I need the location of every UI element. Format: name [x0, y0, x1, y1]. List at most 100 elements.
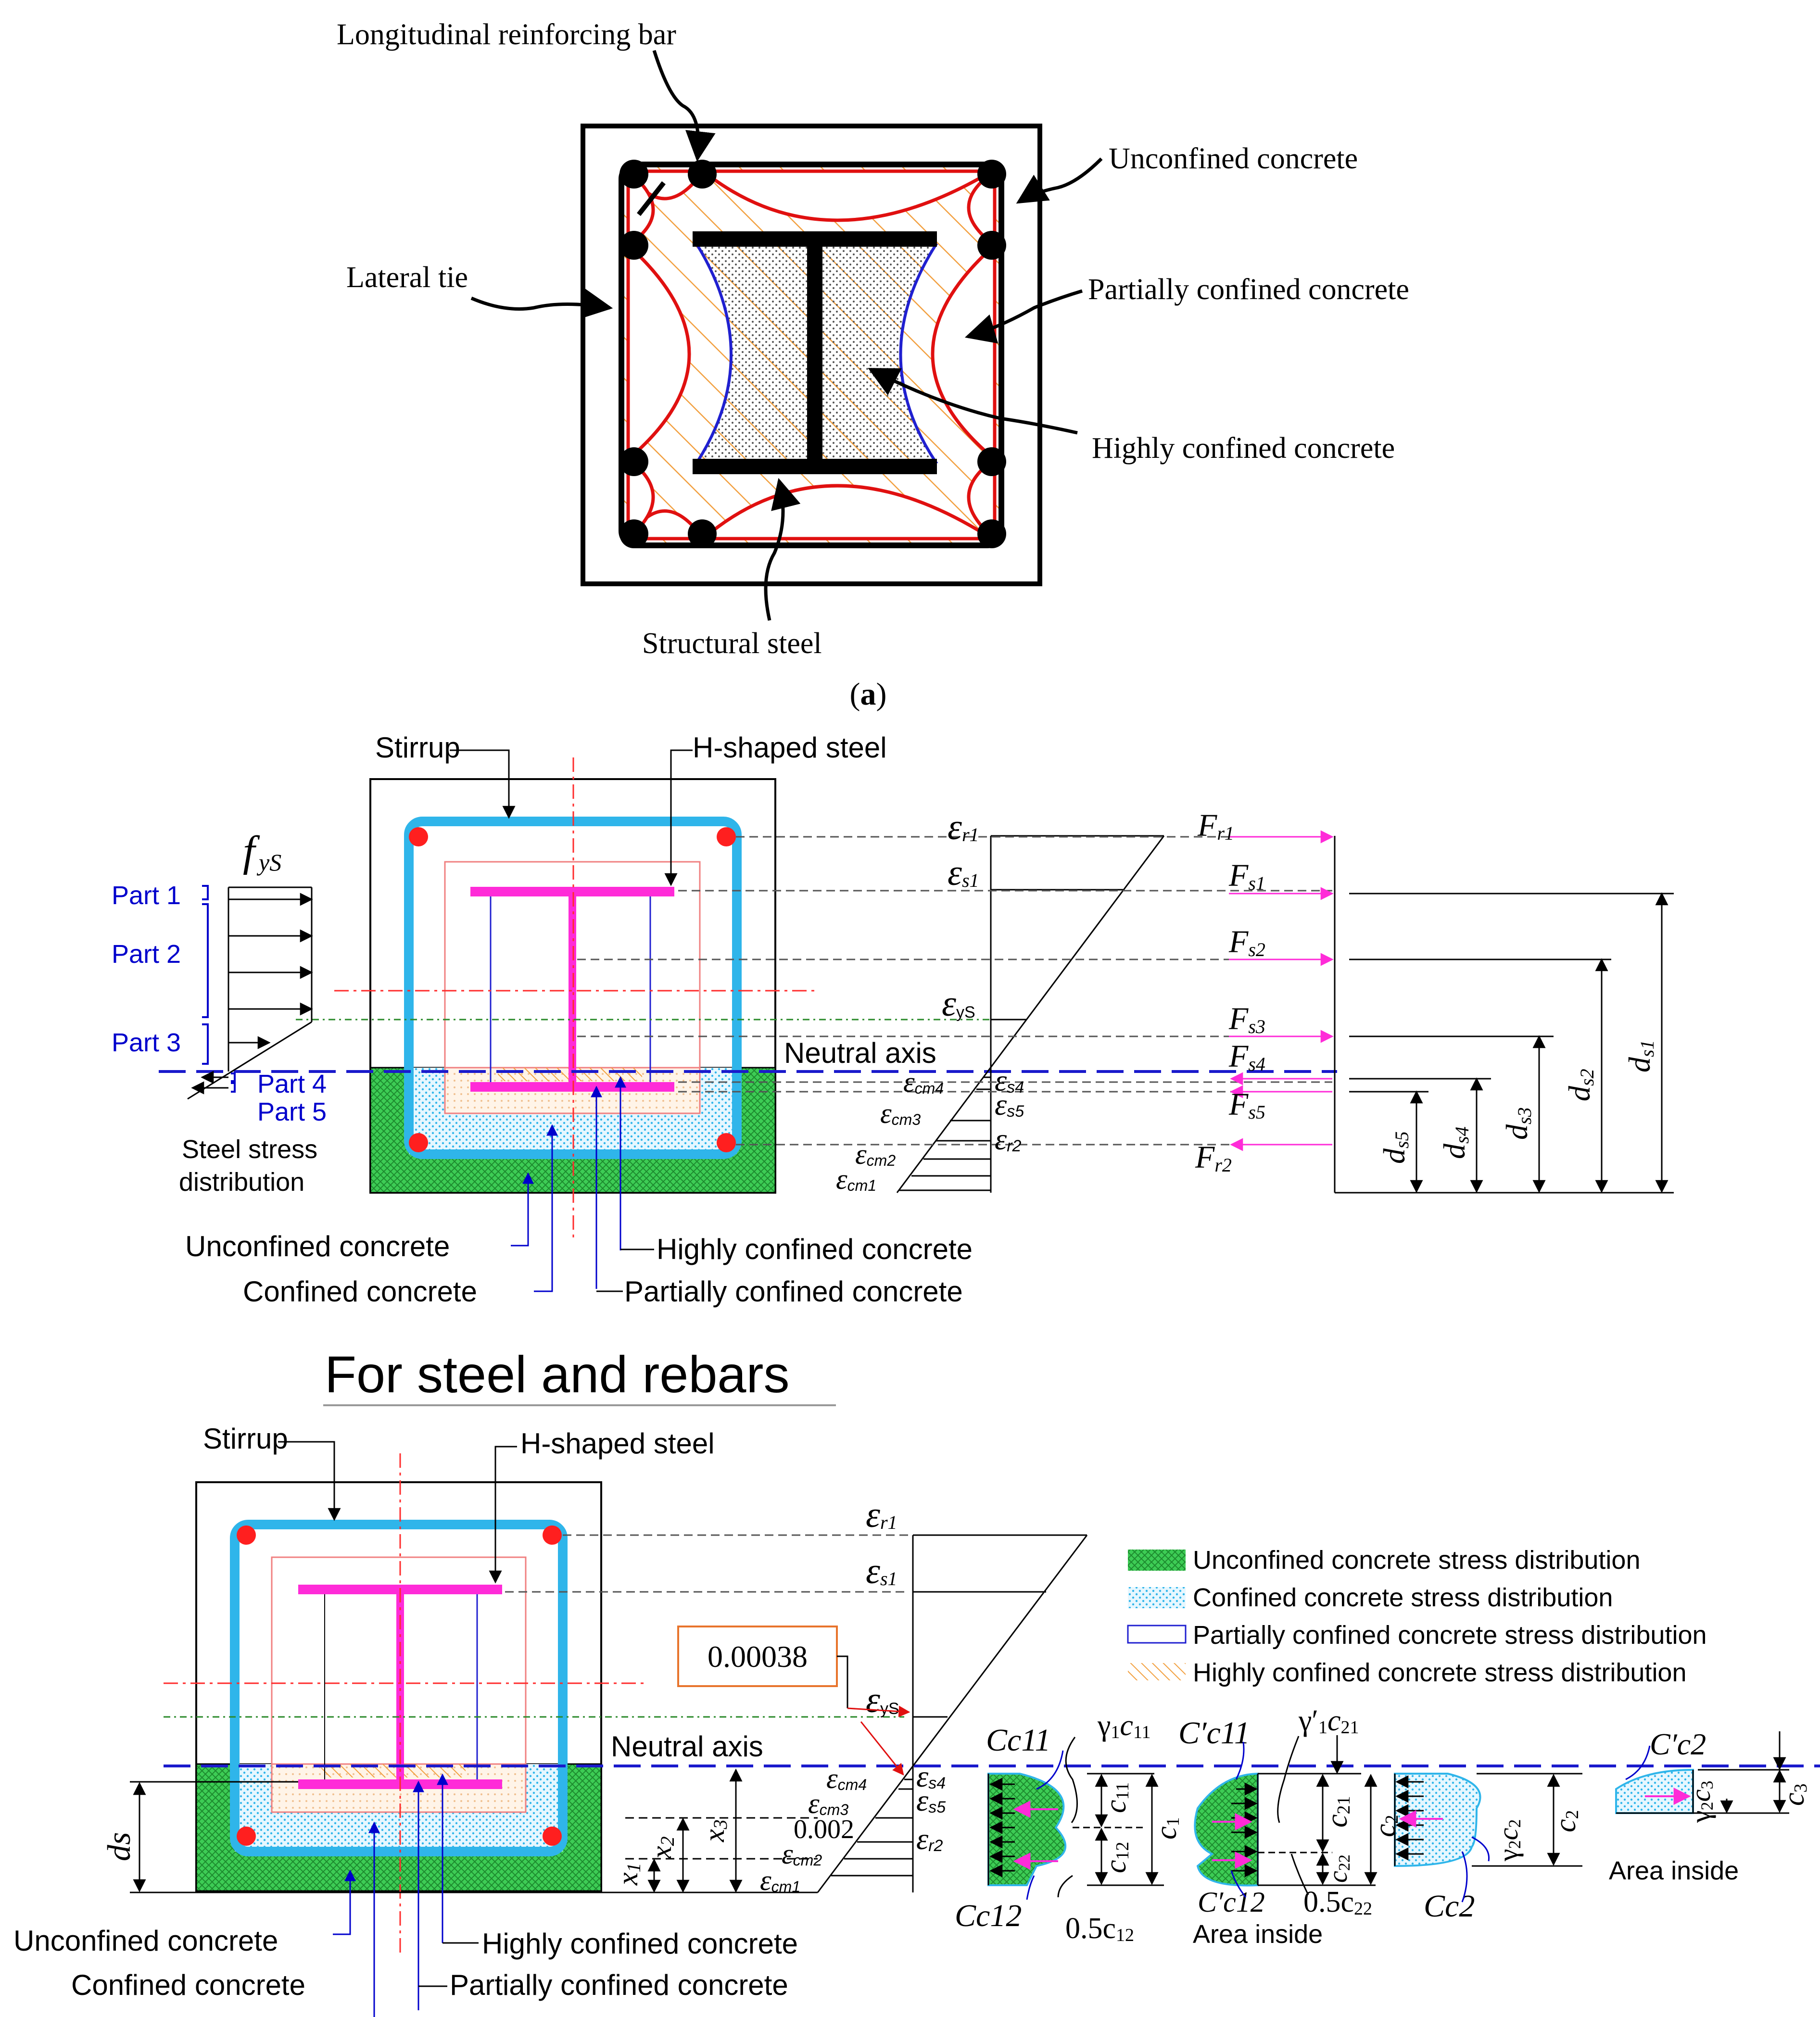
c-dimension-lines [1073, 1731, 1789, 1886]
dim-ds1-b: ds1 [1622, 1040, 1658, 1072]
label-unconfined-a: Unconfined concrete [1109, 142, 1358, 175]
label-c2-a: c2 [1369, 1815, 1402, 1837]
dimension-lines-b [1335, 892, 1674, 1194]
partially-label-b: Partially confined concrete [624, 1275, 963, 1308]
steel-bottom-flange-b [470, 1082, 674, 1092]
strain-cm3-c: εcm3 [808, 1788, 848, 1819]
neutral-axis-label-c: Neutral axis [611, 1730, 763, 1763]
strain-cm3-b: εcm3 [880, 1097, 921, 1129]
part-brackets [202, 885, 236, 1093]
strain-s5-b: εs5 [995, 1087, 1024, 1122]
strain-r2-c: εr2 [916, 1822, 943, 1856]
label-g2c2: γ2c2 [1492, 1819, 1524, 1862]
strain-ys-b: εyS [942, 983, 975, 1024]
label-g1c11: γ1c11 [1097, 1709, 1151, 1742]
panel-c-title: For steel and rebars [325, 1345, 789, 1403]
strain-cm2-c: εcm2 [782, 1838, 822, 1870]
callout-arrow-1 [847, 1705, 910, 1717]
gamma-leaders [1057, 1736, 1309, 1898]
projection-lines-c [505, 1534, 909, 1593]
part-1-label: Part 1 [112, 881, 181, 910]
strain-s4-c: εs4 [916, 1759, 946, 1793]
legend-swatch-confined [1128, 1587, 1186, 1608]
legend: Unconfined concrete stress distribution … [1127, 1546, 1707, 1687]
label-highly-a: Highly confined concrete [1092, 432, 1395, 465]
panel-a: Longitudinal reinforcing bar Unconfined … [337, 18, 1409, 712]
label-lateral-tie: Lateral tie [346, 261, 468, 294]
label-longitudinal-bar: Longitudinal reinforcing bar [337, 18, 676, 51]
partial-region-outline-b [444, 861, 701, 1114]
steel-web [807, 247, 822, 462]
stirrup-label-b: Stirrup [375, 731, 460, 764]
callout-box [677, 1626, 838, 1687]
strain-ys-c: εyS [866, 1680, 899, 1720]
panel-a-leaders [470, 50, 1103, 621]
dim-ds3-b: ds3 [1500, 1107, 1535, 1140]
strain-r2-b: εr2 [995, 1122, 1022, 1156]
stirrup-label-c: Stirrup [203, 1423, 288, 1455]
partial-region-outline-c [271, 1556, 527, 1813]
strain-diagram-b [896, 835, 1165, 1193]
force-s4-b: Fs4 [1228, 1039, 1265, 1075]
projection-lines-b [577, 836, 1332, 1146]
part-2-label: Part 2 [112, 940, 181, 969]
label-structural-steel: Structural steel [642, 627, 822, 660]
label-g2c3: γ2c3 [1685, 1781, 1717, 1823]
steel-web-b [569, 896, 576, 1089]
x2-label: x2 [645, 1836, 678, 1859]
label-c12: c12 [1100, 1841, 1133, 1873]
caption-a: (a) [850, 677, 887, 712]
part-5-label: Part 5 [257, 1097, 327, 1126]
label-partially-a: Partially confined concrete [1088, 273, 1409, 306]
callout-value: 0.00038 [708, 1639, 808, 1674]
legend-partial: Partially confined concrete stress distr… [1193, 1621, 1707, 1650]
label-c21: c21 [1321, 1796, 1354, 1828]
legend-unconfined: Unconfined concrete stress distribution [1193, 1546, 1640, 1575]
x1-label: x1 [612, 1863, 645, 1886]
outer-section-outline [581, 124, 1042, 586]
partially-label-c: Partially confined concrete [450, 1969, 788, 2001]
tie-hook [637, 181, 666, 216]
steel-bottom-flange [693, 459, 937, 474]
steel-stress-label-2: distribution [179, 1168, 304, 1197]
label-half-c12: 0.5c12 [1065, 1912, 1134, 1945]
label-Cpc2: C′c2 [1650, 1727, 1706, 1761]
stress-block-2 [1194, 1772, 1259, 1887]
label-Cpc12: C′c12 [1198, 1886, 1265, 1918]
force-s1-b: Fs1 [1228, 858, 1265, 894]
label-Cpc11: C′c11 [1178, 1715, 1250, 1751]
dim-ds4-b: ds4 [1437, 1126, 1473, 1159]
strain-s1-b: εs1 [948, 853, 979, 893]
force-s5-b: Fs5 [1228, 1087, 1265, 1123]
ds-label-c: ds [101, 1832, 137, 1861]
longitudinal-rebars [619, 160, 1006, 548]
label-Cc2: Cc2 [1424, 1889, 1475, 1924]
stirrup-c [230, 1520, 568, 1856]
region-leaders-b [511, 1076, 626, 1292]
strain-s5-c: εs5 [916, 1783, 946, 1817]
label-Cc11: Cc11 [986, 1723, 1050, 1758]
area-inside-1: Area inside [1193, 1920, 1323, 1949]
stress-block-4 [1615, 1768, 1694, 1814]
h-steel-leader-c [489, 1446, 517, 1584]
dim-ds5-b: ds5 [1377, 1131, 1413, 1164]
legend-highly: Highly confined concrete stress distribu… [1193, 1658, 1687, 1687]
part-3-label: Part 3 [112, 1028, 181, 1057]
h-steel-label-b: H-shaped steel [693, 731, 887, 764]
label-c1: c1 [1150, 1817, 1183, 1840]
region-leaders-c [333, 1773, 448, 2017]
stress-block-1 [987, 1773, 1067, 1886]
legend-confined: Confined concrete stress distribution [1193, 1583, 1613, 1612]
depth-dims-c [130, 1768, 818, 1893]
h-steel-leader-b [664, 749, 693, 886]
dim-ds2-b: ds2 [1562, 1069, 1598, 1101]
callout-leader [837, 1655, 848, 1708]
rebars-b [409, 827, 736, 1152]
unconfined-label-c: Unconfined concrete [13, 1925, 278, 1957]
steel-stress-label-1: Steel stress [182, 1135, 317, 1164]
stirrup-leader-c [278, 1441, 341, 1521]
label-c22: c22 [1323, 1854, 1353, 1883]
force-s2-b: Fs2 [1228, 924, 1265, 960]
